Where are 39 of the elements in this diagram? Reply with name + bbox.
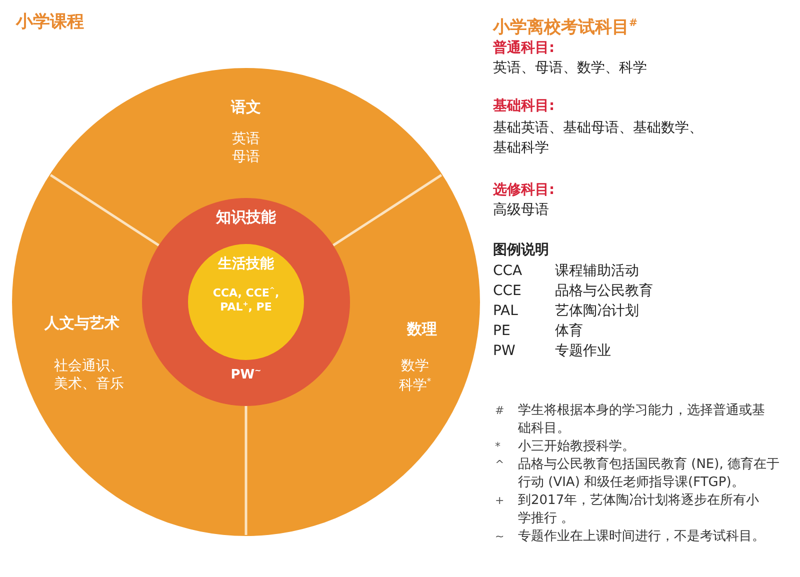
section-text: 英语母语 xyxy=(231,131,261,166)
abbreviation: PAL xyxy=(493,302,519,321)
section-text: 社会通识、美术、音乐 xyxy=(53,358,125,393)
footnote-mark: + xyxy=(495,493,506,509)
category-heading: 基础科目: xyxy=(493,97,556,116)
category-heading: 普通科目: xyxy=(493,38,556,58)
footnote-mark: # xyxy=(495,403,506,419)
subject-list: 高级母语 xyxy=(493,200,693,220)
abbreviation-meaning: 艺体陶冶计划 xyxy=(555,302,640,321)
section-heading: 数理 xyxy=(406,320,438,339)
section-text: CCA, CCE$^{^}$, PAL$^{+}$, PE xyxy=(212,286,280,315)
abbreviation-meaning: 体育 xyxy=(555,322,584,341)
footnote-text: 到2017年，艺体陶冶计划将逐步在所有小学推行 。 xyxy=(518,492,760,528)
abbreviation-meaning: 课程辅助活动 xyxy=(555,262,640,281)
abbreviation: PW xyxy=(493,342,516,361)
footnote-text: 专题作业在上课时间进行，不是考试科目。 xyxy=(518,528,766,546)
footnote-mark: ~ xyxy=(495,529,506,545)
abbreviation-meaning: 专题作业 xyxy=(555,342,612,361)
subject-list: 英语、母语、数学、科学 xyxy=(493,58,743,78)
section-title: 小学离校考试科目$^{#}$ xyxy=(493,16,639,38)
footnote-text: 小三开始教授科学。 xyxy=(518,438,636,456)
abbreviation-meaning: 品格与公民教育 xyxy=(555,282,654,301)
abbreviation: CCA xyxy=(493,262,524,281)
section-heading: 语文 xyxy=(230,98,262,117)
footnote-mark: ^ xyxy=(495,457,506,473)
section-heading: 人文与艺术 xyxy=(43,314,120,333)
diagram-title: 小学课程 xyxy=(16,11,84,33)
category-heading: 选修科目: xyxy=(493,181,556,200)
section-heading: 生活技能 xyxy=(216,256,275,274)
footnote-mark: * xyxy=(495,439,502,455)
footnote-text: 品格与公民教育包括国民教育 (NE), 德育在于行动 (VIA) 和级任老师指导课(FTGP)。 xyxy=(518,456,780,492)
subject-list: 基础英语、基础母语、基础数学、基础科学 xyxy=(493,118,711,158)
abbreviation: CCE xyxy=(493,282,522,301)
section-text: PW$^{~}$ xyxy=(230,366,262,384)
footnote-text: 学生将根据本身的学习能力，选择普通或基础科目。 xyxy=(518,402,766,438)
abbreviation: PE xyxy=(493,322,512,341)
legend-heading: 图例说明 xyxy=(493,241,550,260)
section-text: 数学科学$^{*}$ xyxy=(398,358,432,395)
section-heading: 知识技能 xyxy=(214,208,277,227)
